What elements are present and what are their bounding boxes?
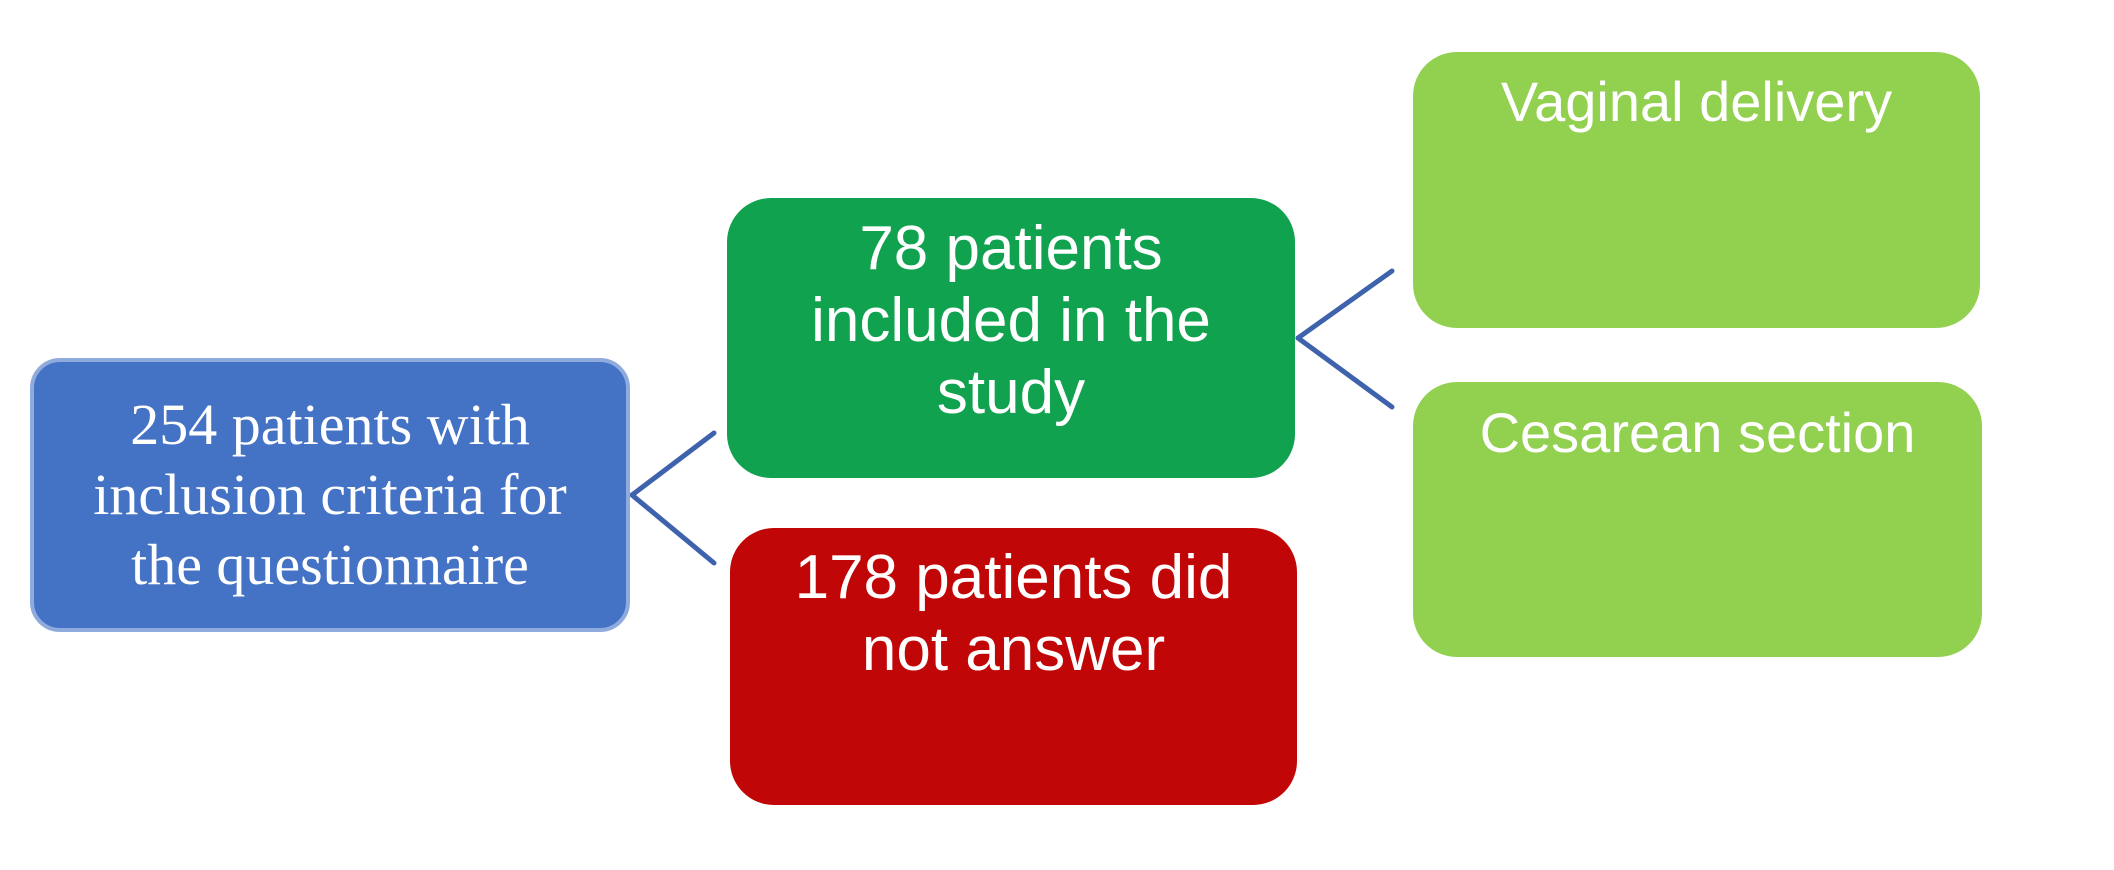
node-included-in-study: 78 patients included in the study bbox=[727, 198, 1295, 478]
connector-included-to-cesarean bbox=[1295, 335, 1395, 410]
node-included-in-study-label: 78 patients included in the study bbox=[811, 214, 1211, 427]
connector-included-to-vaginal bbox=[1295, 268, 1395, 341]
node-did-not-answer: 178 patients did not answer bbox=[730, 528, 1297, 805]
node-vaginal-delivery: Vaginal delivery bbox=[1413, 52, 1980, 328]
node-cesarean-section: Cesarean section bbox=[1413, 382, 1982, 657]
connector-source-to-included bbox=[629, 430, 717, 498]
node-inclusion-criteria: 254 patients with inclusion criteria for… bbox=[30, 358, 630, 632]
connector-source-to-no-answer bbox=[629, 492, 717, 566]
node-did-not-answer-label: 178 patients did not answer bbox=[794, 543, 1233, 684]
node-inclusion-criteria-label: 254 patients with inclusion criteria for… bbox=[93, 391, 567, 598]
node-vaginal-delivery-label: Vaginal delivery bbox=[1500, 70, 1893, 133]
node-cesarean-section-label: Cesarean section bbox=[1479, 401, 1916, 464]
